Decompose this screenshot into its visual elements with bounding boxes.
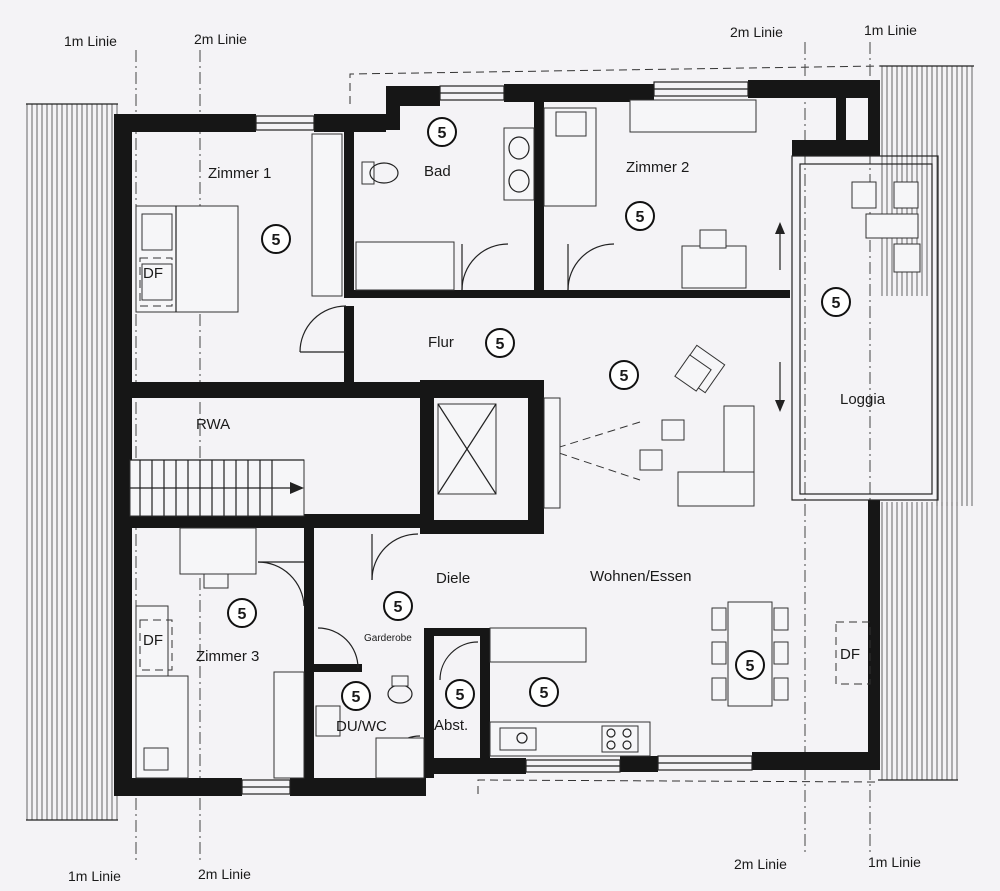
elevator-shaft xyxy=(437,403,497,495)
furniture-zimmer2 xyxy=(543,99,757,291)
stair-rwa xyxy=(129,459,305,517)
line-label-2m-bottom-right: 2m Linie xyxy=(734,856,787,872)
line-label-2m-top-left: 2m Linie xyxy=(194,31,247,47)
svg-text:5: 5 xyxy=(238,606,247,623)
furniture-wohnen xyxy=(489,344,789,757)
room-badge-zimmer1: 5 xyxy=(261,224,291,254)
room-label-rwa: RWA xyxy=(196,416,230,433)
room-label-bad: Bad xyxy=(424,163,451,180)
room-label-zimmer2: Zimmer 2 xyxy=(626,159,689,176)
df-label-2: DF xyxy=(143,632,163,649)
roof-slope-right-top xyxy=(880,65,974,506)
furniture-zimmer1 xyxy=(135,133,347,353)
room-label-zimmer3: Zimmer 3 xyxy=(196,648,259,665)
room-badge-diele: 5 xyxy=(383,591,413,621)
svg-text:5: 5 xyxy=(496,336,505,353)
room-badge-abst: 5 xyxy=(445,679,475,709)
room-badge-wohnen-upper: 5 xyxy=(609,360,639,390)
roof-window-zimmer3: DF xyxy=(139,619,173,671)
line-label-1m-top-left: 1m Linie xyxy=(64,33,117,49)
room-label-diele: Diele xyxy=(436,570,470,587)
windows xyxy=(241,81,753,795)
line-label-2m-bottom-left: 2m Linie xyxy=(198,866,251,882)
room-badge-zimmer3: 5 xyxy=(227,598,257,628)
room-badge-bad: 5 xyxy=(427,117,457,147)
furniture-bad xyxy=(355,127,535,291)
roof-window-wohnen: DF xyxy=(835,621,871,685)
room-badge-zimmer2: 5 xyxy=(625,201,655,231)
room-badge-loggia: 5 xyxy=(821,287,851,317)
room-badge-duwc: 5 xyxy=(341,681,371,711)
furniture-zimmer3 xyxy=(135,527,305,779)
svg-text:5: 5 xyxy=(746,658,755,675)
svg-text:5: 5 xyxy=(438,125,447,142)
room-badge-dining: 5 xyxy=(735,650,765,680)
svg-text:5: 5 xyxy=(540,685,549,702)
svg-text:5: 5 xyxy=(620,368,629,385)
roof-window-zimmer1: DF xyxy=(139,257,173,307)
room-label-garderobe: Garderobe xyxy=(364,633,412,644)
furniture-duwc xyxy=(315,675,425,779)
room-label-flur: Flur xyxy=(428,334,454,351)
svg-text:5: 5 xyxy=(394,599,403,616)
roof-slope-right-bottom xyxy=(878,502,958,781)
svg-text:5: 5 xyxy=(456,687,465,704)
doors-lower xyxy=(257,533,479,771)
svg-text:5: 5 xyxy=(636,209,645,226)
line-label-2m-top-right: 2m Linie xyxy=(730,24,783,40)
room-badge-kitchen: 5 xyxy=(529,677,559,707)
walls xyxy=(114,80,880,796)
room-label-duwc: DU/WC xyxy=(336,718,387,735)
loggia-area xyxy=(775,155,939,501)
room-badge-flur: 5 xyxy=(485,328,515,358)
line-label-1m-bottom-right: 1m Linie xyxy=(868,854,921,870)
room-label-wohnen: Wohnen/Essen xyxy=(590,568,691,585)
room-label-abst: Abst. xyxy=(434,717,468,734)
df-label-1: DF xyxy=(143,265,163,282)
svg-text:5: 5 xyxy=(272,232,281,249)
df-label-3: DF xyxy=(840,646,860,663)
room-label-loggia: Loggia xyxy=(840,391,886,408)
line-label-1m-bottom-left: 1m Linie xyxy=(68,868,121,884)
roof-outline xyxy=(349,65,881,794)
roof-slope-left xyxy=(26,103,118,821)
svg-text:5: 5 xyxy=(832,295,841,312)
room-label-zimmer1: Zimmer 1 xyxy=(208,165,271,182)
svg-text:5: 5 xyxy=(352,689,361,706)
line-label-1m-top-right: 1m Linie xyxy=(864,22,917,38)
